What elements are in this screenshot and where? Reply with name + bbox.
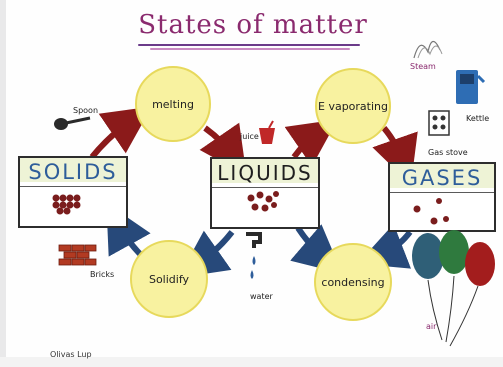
gases-box: GASES: [388, 162, 496, 232]
condensing-label: condensing: [321, 275, 385, 289]
arrow-solidify-to-solids: [106, 203, 151, 259]
solidify-label: Solidify: [148, 272, 190, 286]
kettle-label: Kettle: [466, 114, 490, 123]
liquids-label: LIQUIDS: [217, 161, 313, 185]
page-title: States of matter: [138, 10, 368, 40]
juice-cup-icon: [259, 120, 275, 144]
arrow-liquids-to-evaporating: [284, 119, 338, 167]
solid-particles: [52, 194, 81, 215]
solidify-circle: Solidify: [130, 240, 208, 318]
balloons-icon: [412, 230, 495, 347]
steam-label: Steam: [410, 62, 436, 71]
signature: Olivas Lup: [50, 350, 92, 359]
solids-label: SOLIDS: [28, 160, 118, 184]
liquids-box: LIQUIDS: [210, 157, 320, 229]
melting-label: melting: [152, 97, 194, 111]
bricks-label: Bricks: [90, 270, 115, 279]
gas-stove-icon: [428, 110, 450, 136]
air-label: air: [426, 322, 437, 331]
arrow-melting-to-liquids: [199, 122, 247, 176]
tap-icon: [246, 232, 262, 279]
title-underline-secondary: [150, 48, 350, 50]
page-edge: [0, 0, 8, 367]
juice-label: juice: [240, 132, 259, 141]
bricks-icon: [58, 244, 97, 266]
water-label: water: [250, 292, 273, 301]
gas-particles: [413, 198, 449, 225]
arrow-solids-to-melting: [89, 106, 152, 159]
liquid-particles: [247, 191, 279, 212]
kettle-icon: [456, 70, 486, 104]
arrow-gases-to-condensing: [357, 223, 413, 269]
bottom-strip: [0, 357, 503, 367]
arrow-liquids-to-condensing: [290, 224, 343, 274]
melting-circle: melting: [135, 66, 211, 142]
steam-icon: [413, 40, 443, 59]
condensing-circle: condensing: [314, 243, 392, 321]
evaporating-label: E vaporating: [318, 99, 388, 113]
spoon-icon: [54, 116, 91, 130]
gases-label: GASES: [401, 166, 483, 190]
title-underline: [138, 44, 360, 46]
solids-box: SOLIDS: [18, 156, 128, 228]
spoon-label: Spoon: [73, 106, 99, 115]
evaporating-circle: E vaporating: [315, 68, 391, 144]
gas-stove-label: Gas stove: [428, 148, 468, 157]
arrow-evaporating-to-gases: [372, 126, 418, 185]
